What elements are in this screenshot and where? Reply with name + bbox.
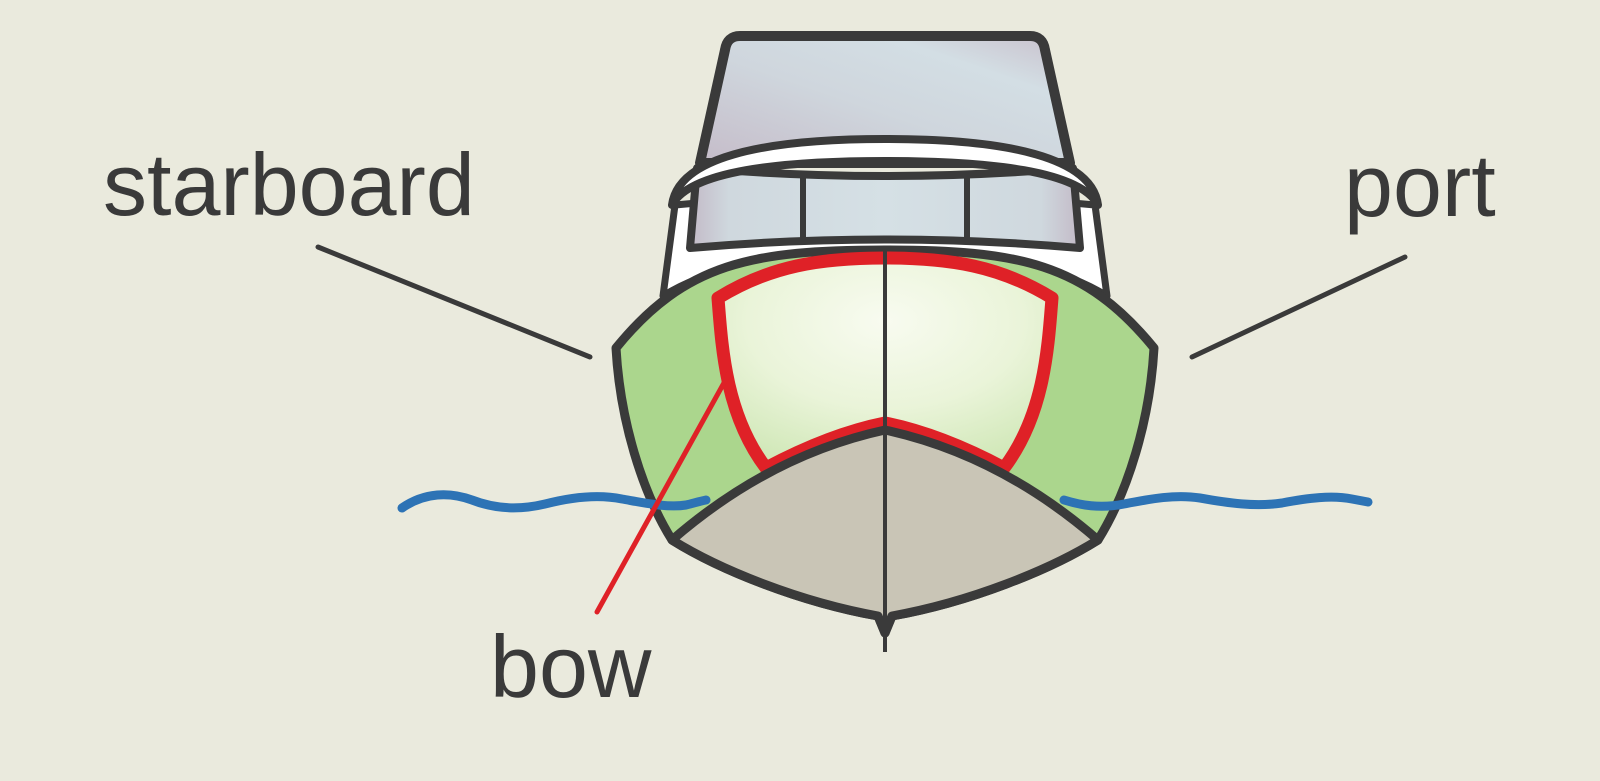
starboard-pointer-line bbox=[315, 244, 593, 360]
port-label: port bbox=[1344, 136, 1496, 235]
water-wave-left bbox=[397, 490, 711, 513]
boat-illustration bbox=[397, 31, 1373, 652]
starboard-label: starboard bbox=[103, 135, 475, 234]
port-pointer-line bbox=[1189, 254, 1408, 360]
bow-label: bow bbox=[490, 617, 652, 716]
water-wave-right bbox=[1059, 492, 1373, 511]
flybridge-windshield bbox=[695, 31, 1075, 168]
visor-brow bbox=[668, 135, 1102, 209]
bow-pointer-line bbox=[594, 369, 733, 615]
cabin-windshield-band bbox=[686, 164, 1084, 252]
